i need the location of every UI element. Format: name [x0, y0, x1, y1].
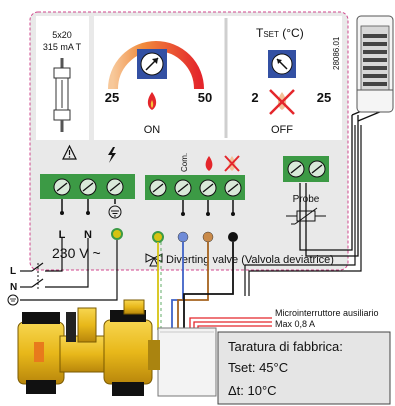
valve-terminals	[149, 179, 242, 197]
factory-title: Taratura di fabbrica:	[228, 339, 343, 354]
valve-flame-icon	[205, 156, 213, 171]
aux-switch-max: Max 0,8 A	[275, 319, 315, 329]
terminal-label-n: N	[84, 229, 92, 241]
fuse: 5x20 315 mA T	[43, 30, 82, 132]
control-panel-border	[29, 11, 349, 271]
dial-off-max: 25	[317, 90, 331, 105]
diverting-valve	[17, 299, 217, 397]
temperature-arc	[108, 41, 204, 90]
state-off-label: OFF	[271, 124, 293, 136]
valve-wires	[157, 242, 272, 330]
thermostat-dial-off: 2 25 OFF	[251, 50, 331, 136]
external-label-n: N	[10, 282, 17, 293]
fuse-rating-size: 5x20	[52, 30, 72, 40]
state-on-label: ON	[144, 124, 161, 136]
thermostat-compartment	[94, 16, 342, 140]
factory-settings-box: Taratura di fabbrica: Tset: 45°C Δt: 10°…	[217, 331, 391, 405]
wire-dot-brown	[202, 231, 214, 243]
dial-on-min: 25	[105, 90, 119, 105]
tset-label: TSET (°C)	[256, 26, 304, 40]
earth-wire-indicator	[111, 228, 123, 240]
supply-voltage-label: 230 V ~	[52, 245, 101, 261]
valve-flame-off-icon	[224, 155, 240, 172]
power-warning	[62, 144, 116, 163]
dial-on-max: 50	[198, 90, 212, 105]
power-terminals	[53, 178, 124, 196]
warning-icon	[62, 144, 77, 160]
wire-dot-black	[228, 232, 238, 242]
probe-cable	[244, 103, 383, 296]
pipe-sensor	[356, 15, 394, 113]
terminal-label-l: L	[59, 229, 66, 241]
external-supply-wiring	[7, 238, 118, 306]
lightning-icon	[108, 147, 116, 163]
external-label-l: L	[10, 266, 16, 277]
com-label: Com.	[180, 153, 189, 172]
factory-delta-t: Δt: 10°C	[228, 383, 277, 398]
wire-dot-blue	[177, 231, 189, 243]
earth-symbol-icon	[108, 205, 122, 219]
document-code: 28086.01	[332, 36, 341, 70]
dial-off-min: 2	[251, 90, 258, 105]
thermostat-dial-on: 25 50 ON	[105, 41, 212, 136]
wire-dot-yellow-green	[152, 231, 164, 243]
fuse-rating-current: 315 mA T	[43, 42, 82, 52]
factory-tset: Tset: 45°C	[228, 360, 288, 375]
aux-switch-label: Microinterruttore ausiliario	[275, 308, 379, 318]
